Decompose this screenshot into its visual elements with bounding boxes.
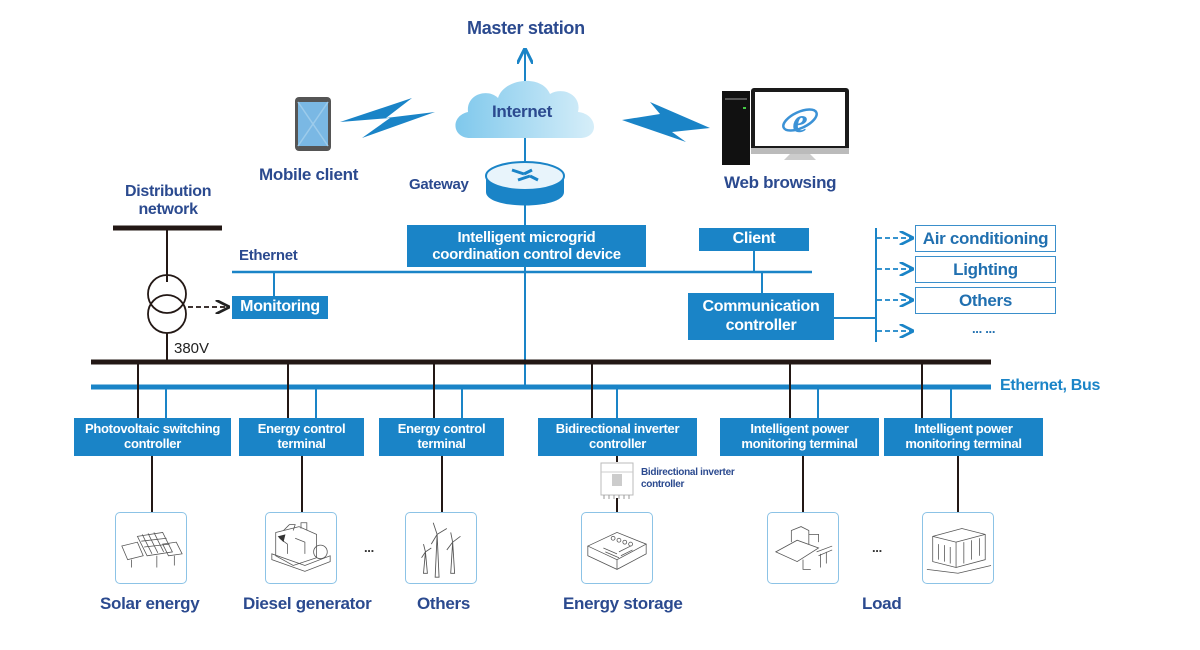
mobile-client-label: Mobile client bbox=[259, 165, 359, 184]
comm-controller-line2: controller bbox=[725, 316, 797, 334]
wireless-link-mobile-icon bbox=[340, 98, 435, 138]
coordination-device-line2: coordination control device bbox=[432, 246, 621, 263]
solar-energy-label: Solar energy bbox=[100, 594, 200, 613]
inverter-device-line2: controller bbox=[641, 479, 685, 490]
inverter-device-line1: Bidirectional inverter bbox=[641, 467, 735, 478]
controller-line1: Intelligent power bbox=[750, 421, 849, 437]
device-drops bbox=[151, 456, 959, 512]
diesel-generator-label: Diesel generator bbox=[243, 594, 372, 613]
controller-line1: Energy control bbox=[397, 421, 486, 437]
controller-line2: terminal bbox=[277, 436, 326, 451]
energy-storage-icon bbox=[586, 532, 648, 570]
energy-storage-device[interactable] bbox=[581, 512, 653, 584]
controller-line1: Energy control bbox=[257, 421, 346, 437]
building-icon bbox=[926, 528, 992, 574]
sources-ellipsis: ... bbox=[364, 540, 374, 555]
diesel-generator-device[interactable] bbox=[265, 512, 337, 584]
transformer-icon-lower bbox=[147, 294, 187, 334]
controller-line2: terminal bbox=[417, 436, 466, 451]
photovoltaic-switching-controller-box[interactable]: Photovoltaic switching controller bbox=[74, 418, 231, 456]
power-drops bbox=[137, 362, 923, 418]
inverter-device-label: Bidirectional inverter controller bbox=[641, 467, 735, 491]
energy-storage-label: Energy storage bbox=[563, 594, 683, 613]
master-station-label: Master station bbox=[467, 18, 585, 38]
loads-ellipsis: ... bbox=[872, 540, 882, 555]
load-label: Load bbox=[862, 594, 902, 613]
diesel-generator-icon bbox=[271, 522, 331, 572]
coordination-control-device-box[interactable]: Intelligent microgrid coordination contr… bbox=[407, 225, 646, 267]
internet-label: Internet bbox=[492, 102, 552, 121]
load-lighting-box[interactable]: Lighting bbox=[915, 256, 1056, 283]
building-load-device[interactable] bbox=[922, 512, 994, 584]
energy-control-terminal-box[interactable]: Energy control terminal bbox=[379, 418, 504, 456]
distribution-network-line2: network bbox=[138, 201, 198, 218]
controller-line1: Intelligent power bbox=[914, 421, 1013, 437]
distribution-network-label: Distribution network bbox=[125, 183, 211, 219]
comm-controller-line1: Communication bbox=[702, 298, 820, 316]
controller-line2: controller bbox=[124, 436, 181, 451]
svg-text:e: e bbox=[792, 103, 807, 140]
wind-turbine-device[interactable] bbox=[405, 512, 477, 584]
communication-controller-box[interactable]: Communication controller bbox=[688, 293, 834, 340]
energy-control-terminal-box[interactable]: Energy control terminal bbox=[239, 418, 364, 456]
inverter-device-icon[interactable] bbox=[600, 462, 634, 500]
load-more-ellipsis: ... ... bbox=[972, 321, 996, 336]
bidirectional-inverter-controller-box[interactable]: Bidirectional inverter controller bbox=[538, 418, 697, 456]
industrial-load-device[interactable] bbox=[767, 512, 839, 584]
ethernet-bus-label: Ethernet, Bus bbox=[1000, 377, 1101, 394]
ethernet-drops bbox=[165, 387, 952, 418]
client-box[interactable]: Client bbox=[699, 228, 809, 251]
coordination-device-line1: Intelligent microgrid bbox=[457, 228, 596, 246]
transformer-icon bbox=[147, 274, 187, 314]
wireless-link-web-icon bbox=[622, 102, 710, 142]
load-air-conditioning-box[interactable]: Air conditioning bbox=[915, 225, 1056, 252]
load-others-box[interactable]: Others bbox=[915, 287, 1056, 314]
desktop-computer-icon[interactable]: e bbox=[722, 88, 850, 166]
solar-panel-icon bbox=[121, 532, 183, 568]
others-label: Others bbox=[417, 594, 470, 613]
intelligent-power-monitoring-terminal-box[interactable]: Intelligent power monitoring terminal bbox=[884, 418, 1043, 456]
monitoring-box[interactable]: Monitoring bbox=[232, 296, 328, 319]
controller-line1: Bidirectional inverter bbox=[555, 421, 680, 437]
solar-panel-device[interactable] bbox=[115, 512, 187, 584]
controller-line2: monitoring terminal bbox=[905, 436, 1022, 451]
gateway-label: Gateway bbox=[409, 176, 469, 193]
internet-cloud-icon bbox=[455, 80, 595, 138]
distribution-network-line1: Distribution bbox=[125, 183, 212, 200]
controller-line2: monitoring terminal bbox=[741, 436, 858, 451]
wind-turbine-icon bbox=[421, 522, 461, 578]
industrial-machine-icon bbox=[774, 526, 833, 570]
web-browsing-label: Web browsing bbox=[724, 173, 837, 192]
intelligent-power-monitoring-terminal-box[interactable]: Intelligent power monitoring terminal bbox=[720, 418, 879, 456]
mobile-phone-icon[interactable] bbox=[294, 95, 334, 153]
voltage-label: 380V bbox=[174, 340, 210, 357]
ethernet-label: Ethernet bbox=[239, 247, 298, 264]
gateway-router-icon[interactable] bbox=[484, 160, 566, 210]
controller-line2: controller bbox=[589, 436, 646, 451]
controller-line1: Photovoltaic switching bbox=[85, 421, 220, 437]
